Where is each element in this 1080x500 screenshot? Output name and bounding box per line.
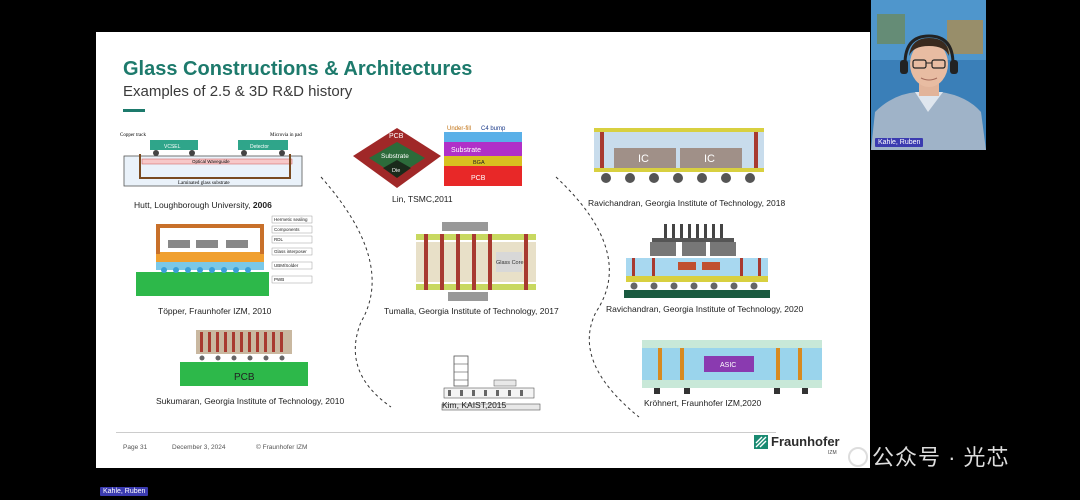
logo-name: Fraunhofer (771, 434, 840, 449)
asic-label: ASIC (720, 362, 736, 369)
slide-subtitle: Examples of 2.5 & 3D R&D history (123, 83, 353, 100)
figure-sukumaran-diagram: PCB (180, 330, 308, 386)
figure-tumalla-diagram: Glass Core (416, 222, 536, 301)
presenter-video-feed (871, 0, 986, 150)
microvia-label: Microvia in pad (270, 133, 302, 138)
dashed-separator-left (320, 176, 392, 408)
participant-name-tag[interactable]: Kahle, Ruben (100, 487, 149, 496)
topper-label-4: Glass interposer (274, 249, 307, 254)
webcam-video[interactable]: Kahle, Ruben (871, 0, 986, 150)
title-accent-bar (123, 109, 145, 112)
caption-tumalla: Tumalla, Georgia Institute of Technology… (384, 306, 559, 316)
copper-track-label: Copper track (120, 133, 146, 138)
watermark: 公众号 · 光芯 (848, 440, 1010, 472)
caption-hutt: Hutt, Loughborough University, 2006 (134, 200, 272, 210)
logo-sub: IZM (828, 450, 837, 456)
caption-kim: Kim, KAIST,2015 (442, 400, 507, 410)
caption-topper: Töpper, Fraunhofer IZM, 2010 (158, 306, 272, 316)
lin-substrate2-label: Substrate (451, 147, 481, 154)
lin-pcb2-label: PCB (471, 175, 486, 182)
topper-label-6: PWB (274, 277, 284, 282)
topper-label-1: Hermetic sealing (274, 217, 308, 222)
figure-ravichandran-2020-diagram (624, 224, 770, 298)
ic2-label: IC (704, 153, 715, 165)
topper-label-5: UBM/Solder (274, 263, 299, 268)
caption-ravichandran-2020: Ravichandran, Georgia Institute of Techn… (606, 304, 804, 314)
glass-core-label: Glass Core (496, 260, 524, 266)
caption-krohnert: Kröhnert, Fraunhofer IZM,2020 (644, 398, 762, 408)
fraunhofer-logo-icon (754, 434, 768, 449)
caption-lin: Lin, TSMC,2011 (392, 194, 453, 204)
lin-bga-label: BGA (473, 160, 485, 166)
footer-copyright: © Fraunhofer IZM (256, 444, 308, 451)
glass-substrate-label: Laminated glass substrate (178, 181, 230, 186)
caption-ravichandran-2018: Ravichandran, Georgia Institute of Techn… (588, 198, 786, 208)
ic1-label: IC (638, 153, 649, 165)
footer-divider (116, 432, 776, 433)
dashed-separator-right (555, 176, 640, 418)
lin-substrate1-label: Substrate (381, 153, 409, 160)
vcsel-label: VCSEL (164, 144, 181, 150)
figure-kim-diagram (441, 355, 541, 411)
slide-title: Glass Constructions & Architectures (123, 58, 473, 80)
footer-date: December 3, 2024 (172, 444, 226, 451)
figure-topper-diagram: Hermetic sealing Components RDL Glass in… (136, 215, 313, 296)
topper-label-2: Components (274, 227, 300, 232)
figure-lin-diagram: PCB Substrate Die Under-fill C4 bump Sub… (353, 126, 522, 188)
lin-underfill-label: Under-fill (447, 126, 471, 132)
figure-ravichandran-2018-diagram: IC IC (594, 128, 764, 183)
fraunhofer-logo: Fraunhofer (754, 434, 840, 449)
caption-hutt-year: 2006 (252, 200, 272, 210)
lin-die-label: Die (392, 168, 400, 174)
topper-label-3: RDL (274, 237, 283, 242)
caption-sukumaran: Sukumaran, Georgia Institute of Technolo… (156, 396, 345, 406)
wechat-icon (848, 447, 868, 467)
webcam-name-tag: Kahle, Ruben (875, 138, 924, 147)
waveguide-label: Optical Waveguide (192, 159, 230, 164)
footer-page: Page 31 (123, 444, 148, 451)
lin-c4bump-label: C4 bump (481, 126, 506, 132)
sukumaran-pcb-label: PCB (234, 372, 255, 383)
presentation-slide: Glass Constructions & Architectures Exam… (96, 32, 870, 468)
figure-hutt-diagram: VCSEL Detector Copper track Microvia in … (120, 133, 302, 187)
detector-label: Detector (250, 144, 269, 150)
watermark-text: 公众号 · 光芯 (872, 445, 1010, 470)
lin-pcb1-label: PCB (389, 133, 404, 140)
figure-krohnert-diagram: ASIC (642, 340, 822, 394)
caption-hutt-text: Hutt, Loughborough University, (134, 200, 253, 210)
